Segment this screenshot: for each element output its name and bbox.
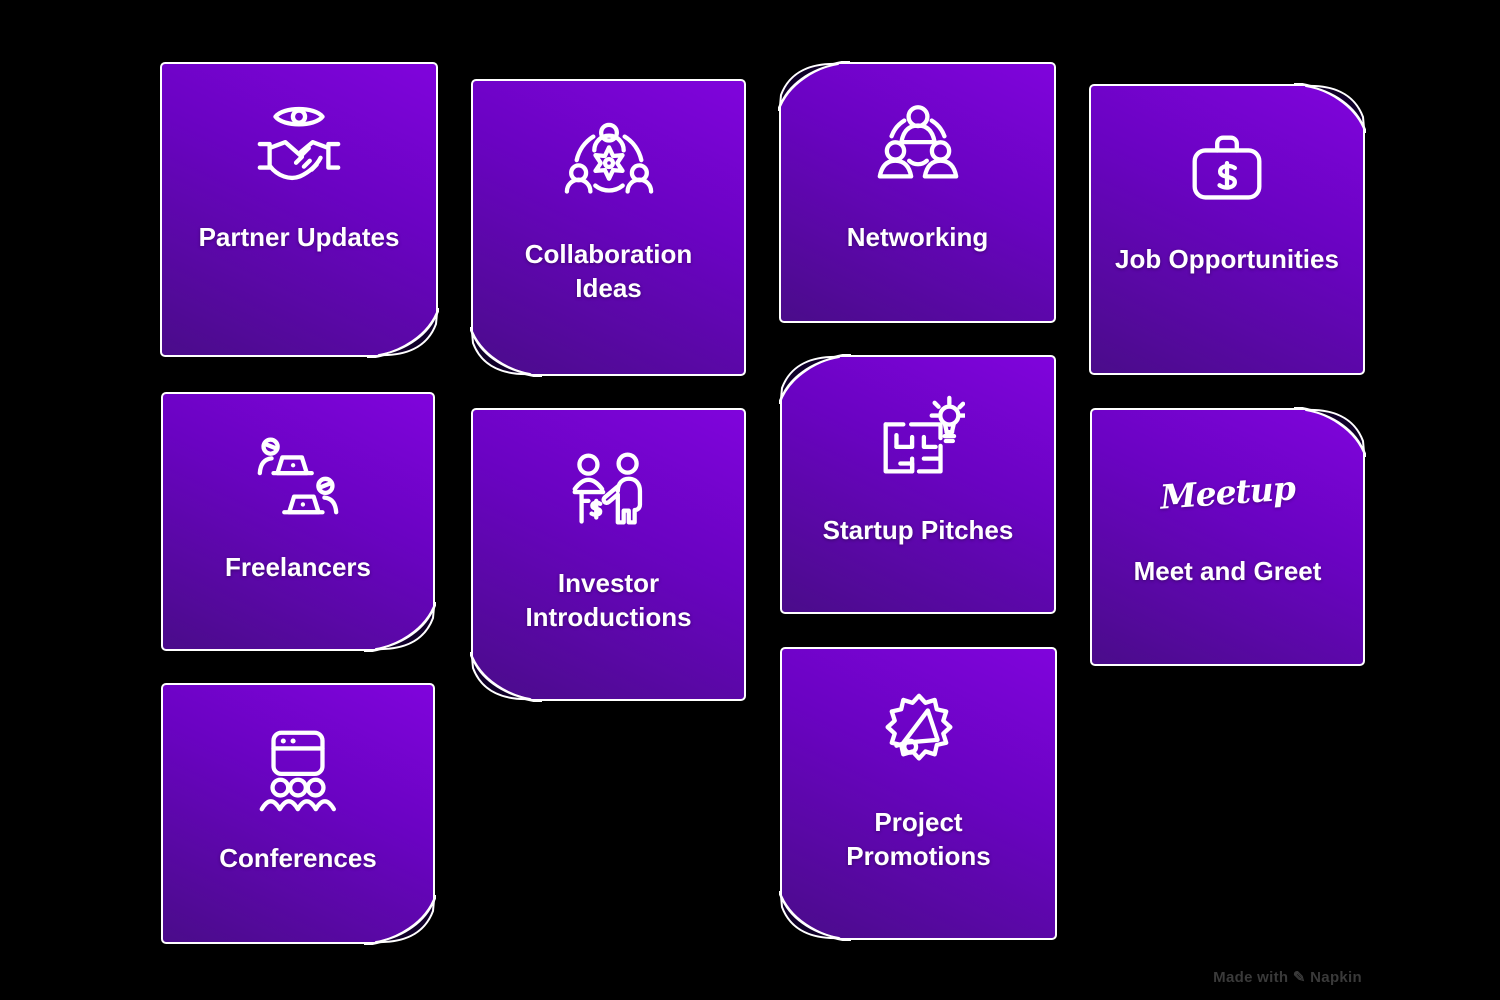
page-curl-icon	[778, 61, 850, 111]
card-label: Startup Pitches	[822, 515, 1014, 545]
page-curl-icon	[470, 327, 542, 377]
card-label: Partner Updates	[198, 222, 400, 252]
card-label: Job Opportunities	[1115, 244, 1339, 274]
page-curl-icon	[1294, 83, 1366, 133]
page-curl-icon	[779, 354, 851, 404]
page-curl-icon	[779, 891, 851, 941]
card-label: Meet and Greet	[1133, 556, 1322, 586]
card-label: Freelancers	[225, 552, 371, 582]
card-job-opportunities[interactable]: Job Opportunities	[1089, 83, 1366, 375]
napkin-watermark: Made with ✎ Napkin	[1213, 969, 1362, 986]
page-curl-icon	[364, 895, 436, 945]
page-curl-icon	[364, 602, 436, 652]
card-collaboration-ideas[interactable]: Collaboration Ideas	[470, 79, 746, 377]
card-investor-introductions[interactable]: Investor Introductions	[470, 408, 746, 702]
card-label: Investor Introductions	[525, 568, 692, 633]
card-label: Collaboration Ideas	[524, 239, 693, 304]
card-label: Conferences	[219, 843, 377, 873]
card-meet-and-greet[interactable]: Meetup Meet and Greet	[1090, 407, 1366, 666]
page-curl-icon	[1294, 407, 1366, 457]
card-networking[interactable]: Networking	[778, 61, 1056, 323]
presentation-audience-icon	[251, 723, 345, 815]
remote-workers-icon	[251, 432, 345, 524]
eye-handshake-icon	[252, 102, 346, 194]
megaphone-burst-icon	[872, 687, 966, 779]
card-label: Project Promotions	[846, 807, 991, 872]
meetup-logo: Meetup	[1158, 460, 1297, 524]
briefcase-dollar-icon	[1180, 124, 1274, 216]
card-partner-updates[interactable]: Partner Updates	[160, 62, 439, 358]
team-gear-icon	[562, 119, 656, 211]
card-project-promotions[interactable]: Project Promotions	[779, 647, 1057, 941]
people-network-icon	[871, 102, 965, 194]
blueprint-lightbulb-icon	[871, 395, 965, 487]
meetup-logo-text: Meetup	[1158, 467, 1297, 517]
card-freelancers[interactable]: Freelancers	[161, 392, 436, 652]
card-label: Networking	[846, 222, 989, 252]
page-curl-icon	[367, 308, 439, 358]
page-curl-icon	[470, 652, 542, 702]
card-conferences[interactable]: Conferences	[161, 683, 436, 945]
investor-pitch-icon	[562, 448, 656, 540]
card-startup-pitches[interactable]: Startup Pitches	[779, 354, 1056, 614]
